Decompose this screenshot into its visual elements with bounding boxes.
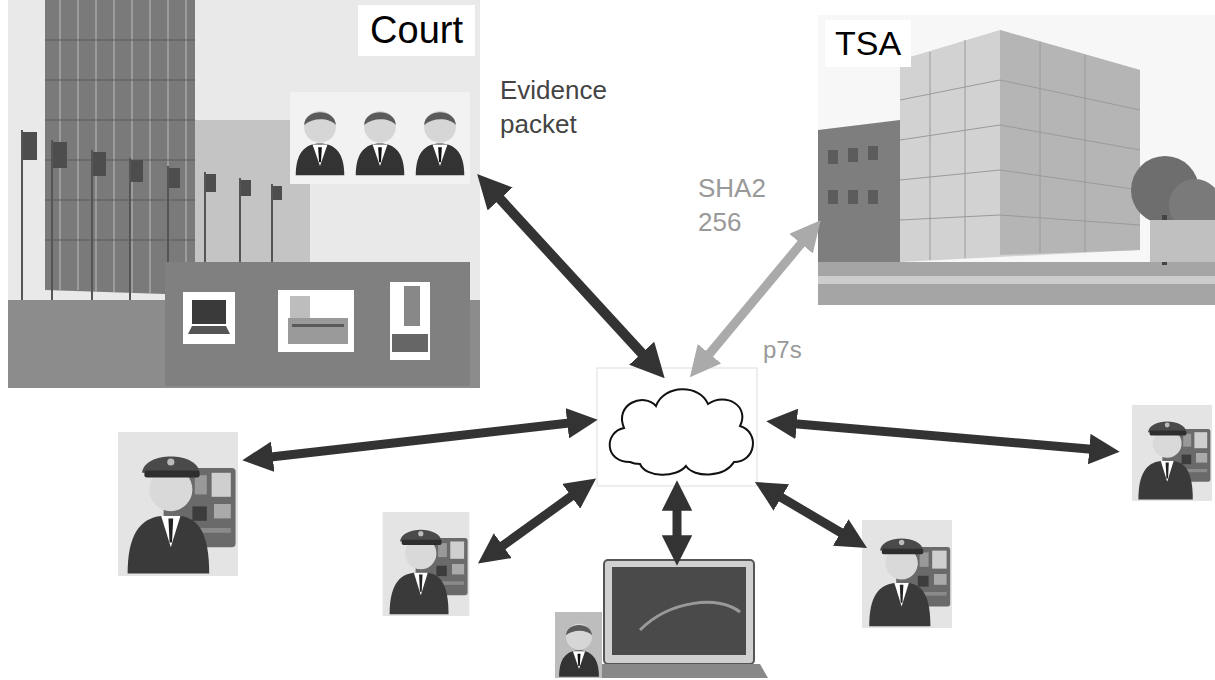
user-photo [555, 612, 602, 678]
laptop-icon [590, 560, 768, 678]
label-holder: Evidence packet [500, 74, 625, 142]
label-holder: SHA2 256 [698, 172, 776, 240]
tsa-photo [818, 15, 1215, 305]
edge-label: SHA2 256 [698, 172, 776, 240]
cloud-node: p7s [597, 368, 757, 486]
tsa-box: TSA [818, 15, 1215, 305]
user-icon [559, 624, 599, 677]
cloud-shape [597, 368, 757, 486]
double-arrow [494, 490, 580, 552]
double-arrow [772, 492, 850, 538]
double-arrow [673, 500, 682, 546]
double-arrow [786, 423, 1100, 450]
double-arrow [492, 190, 650, 362]
double-arrow [262, 422, 578, 458]
edge-label: Evidence packet [500, 74, 625, 142]
police-board-icon [118, 432, 238, 576]
police-board-icon [1132, 405, 1212, 501]
court-box: Court [8, 0, 480, 388]
police-board-icon [862, 520, 952, 628]
node-title: Court [358, 5, 475, 56]
court-photo [8, 0, 480, 388]
format-label: p7s [763, 336, 802, 364]
police-board-icon [383, 512, 470, 616]
network-arrows [262, 422, 1100, 552]
node-title: TSA [825, 20, 911, 67]
